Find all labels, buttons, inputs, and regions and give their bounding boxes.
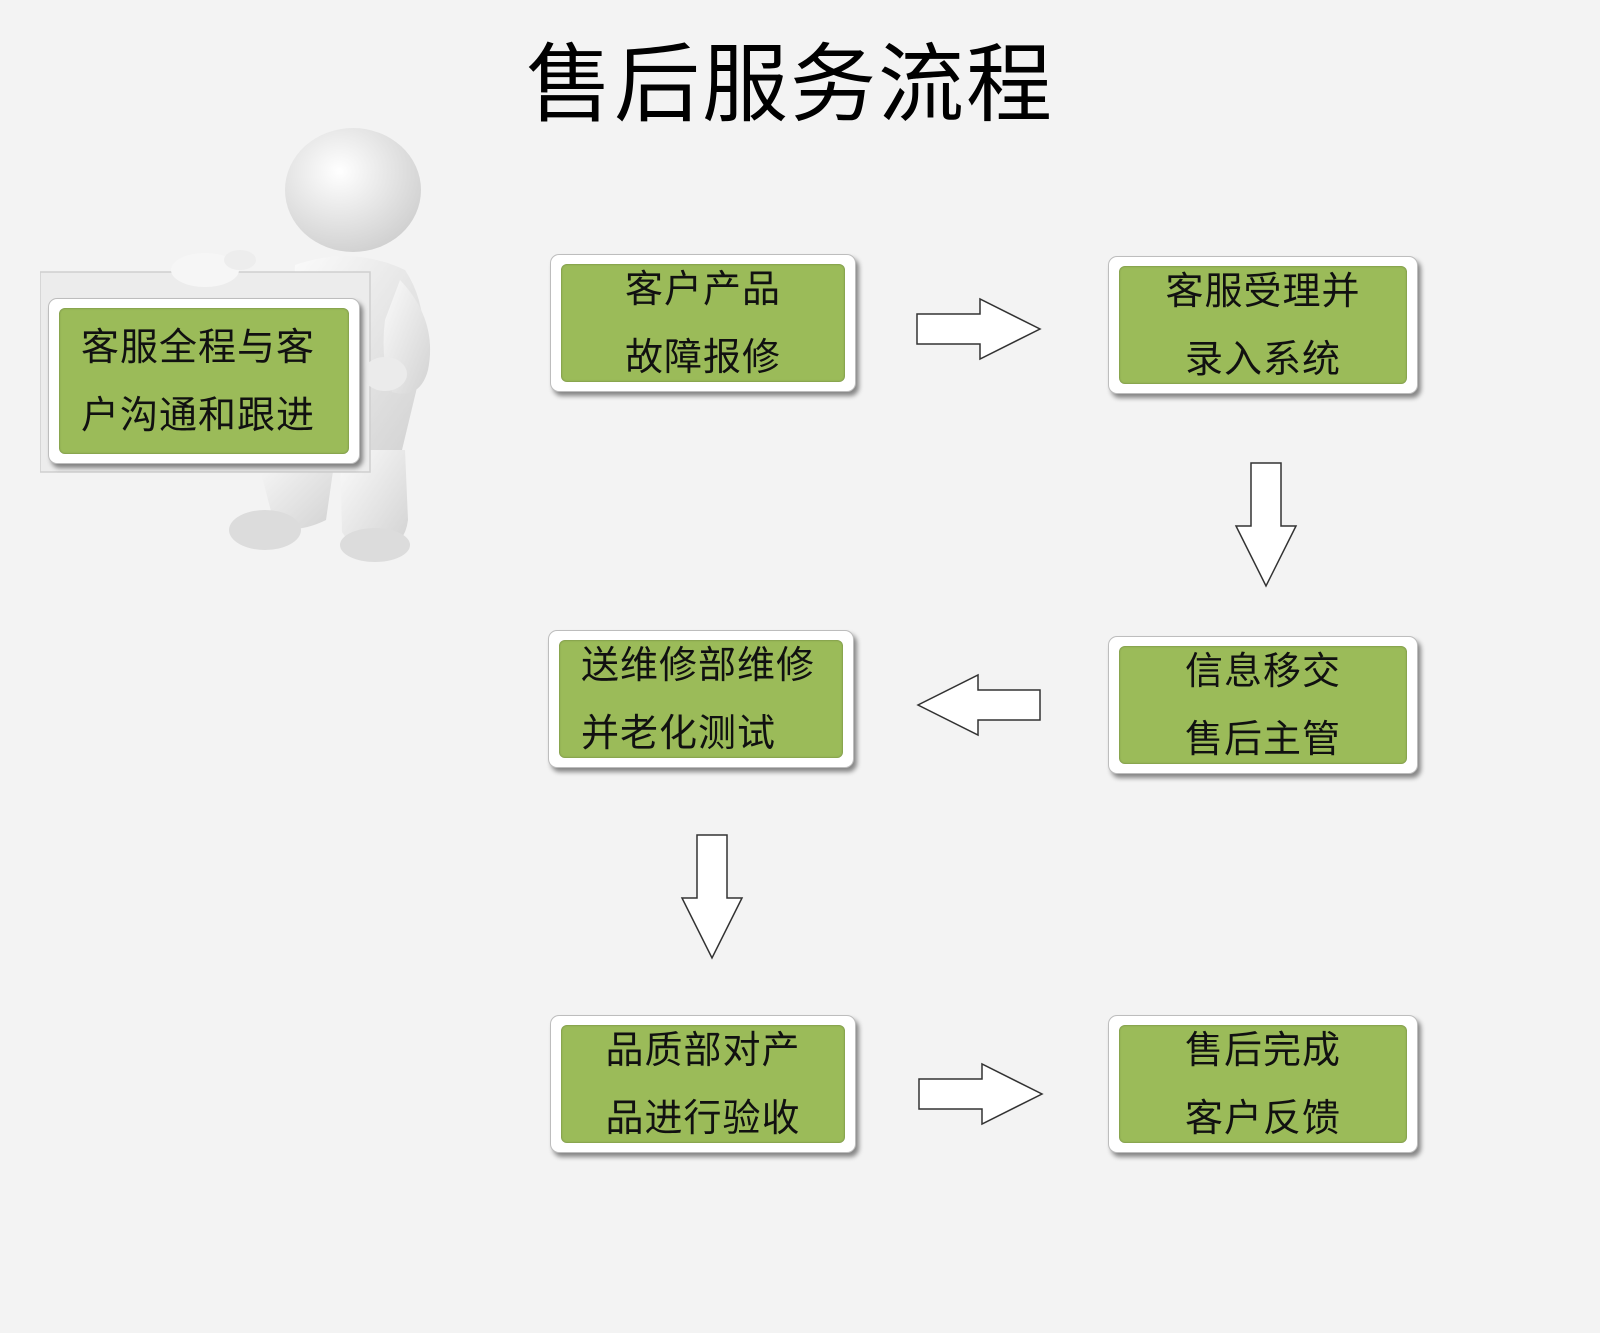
arrow-down-icon: [680, 834, 744, 960]
side-note-line-2: 户沟通和跟进: [81, 393, 316, 437]
side-note-box: 客服全程与客 户沟通和跟进: [48, 298, 360, 464]
arrow-right-icon: [916, 297, 1042, 361]
step-complete-line-1: 售后完成: [1184, 1028, 1341, 1072]
step-repair-line-2: 并老化测试: [581, 711, 777, 755]
step-box-inspect: 品质部对产 品进行验收: [550, 1015, 856, 1153]
arrow-left-icon: [916, 673, 1041, 737]
step-complete-line-2: 客户反馈: [1184, 1096, 1341, 1140]
step-inspect-line-2: 品进行验收: [605, 1096, 801, 1140]
step-inspect-line-1: 品质部对产: [605, 1028, 801, 1072]
arrow-right-icon: [918, 1062, 1044, 1126]
step-repair-line-1: 送维修部维修: [581, 643, 816, 687]
step-box-handover: 信息移交 售后主管: [1108, 636, 1418, 774]
step-box-repair: 送维修部维修 并老化测试: [548, 630, 854, 768]
arrow-down-icon: [1234, 462, 1298, 588]
step-accept-line-2: 录入系统: [1184, 337, 1341, 381]
step-box-accept: 客服受理并 录入系统: [1108, 256, 1418, 394]
step-handover-line-2: 售后主管: [1184, 717, 1341, 761]
step-report-line-1: 客户产品: [624, 267, 781, 311]
side-note-line-1: 客服全程与客: [81, 325, 316, 369]
step-report-line-2: 故障报修: [624, 335, 781, 379]
step-handover-line-1: 信息移交: [1184, 649, 1341, 693]
step-accept-line-1: 客服受理并: [1165, 269, 1361, 313]
page-title: 售后服务流程: [526, 35, 1054, 135]
step-box-complete: 售后完成 客户反馈: [1108, 1015, 1418, 1153]
step-box-report: 客户产品 故障报修: [550, 254, 856, 392]
